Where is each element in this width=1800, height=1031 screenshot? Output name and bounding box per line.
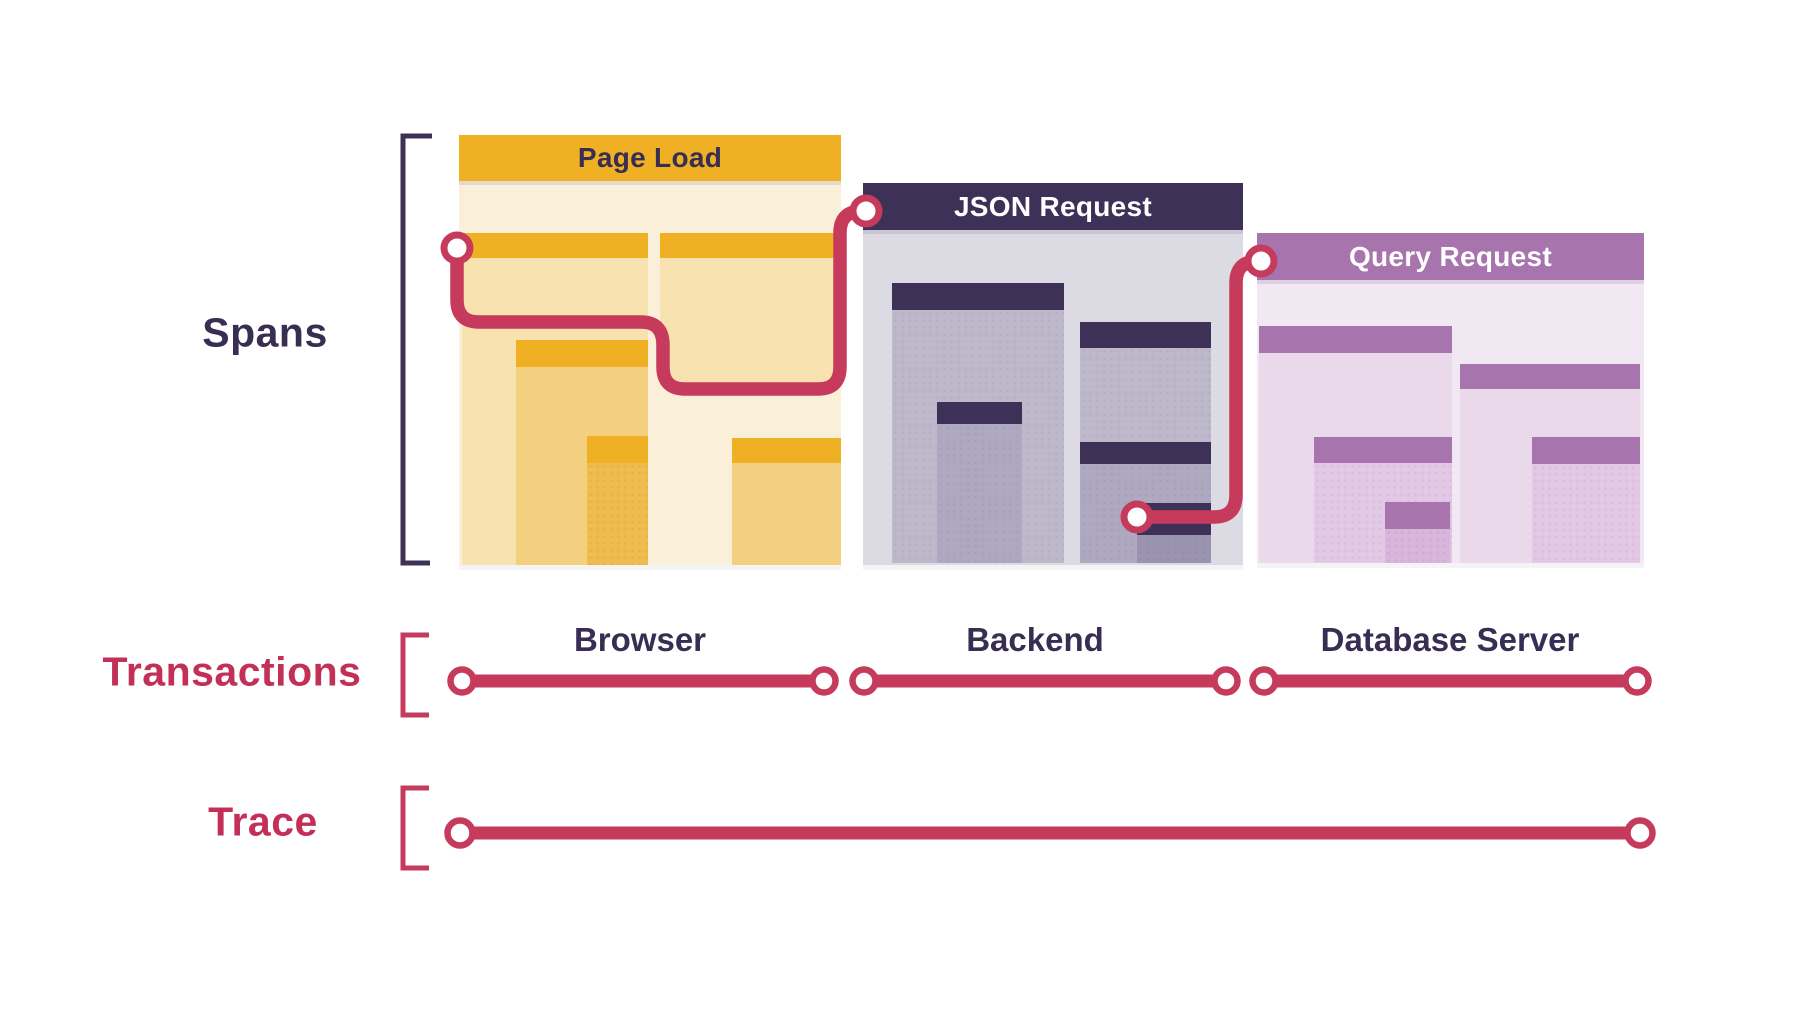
span-bar-header <box>516 340 648 367</box>
span-bar <box>587 436 648 565</box>
panel-json-request-title: JSON Request <box>863 183 1243 230</box>
trace-row-label: Trace <box>208 798 318 845</box>
span-bar-header <box>587 436 648 463</box>
span-bar <box>1532 437 1640 563</box>
span-bar-header <box>660 233 837 258</box>
span-bar-header <box>1385 502 1450 529</box>
panel-json-request: JSON Request <box>863 183 1243 565</box>
span-bar-header <box>1137 503 1211 535</box>
span-bar <box>660 233 837 385</box>
span-bar-header <box>1460 364 1640 389</box>
span-bar-header <box>1080 322 1211 348</box>
span-bar-body <box>587 463 648 565</box>
trace-bracket <box>400 785 429 871</box>
span-bar-body <box>1532 464 1640 563</box>
panel-query-request: Query Request <box>1257 233 1644 563</box>
browser-caption: Browser <box>573 621 707 658</box>
span-bar-header <box>1259 326 1452 353</box>
span-bar <box>1137 503 1211 563</box>
spans-row-label: Spans <box>202 309 328 356</box>
span-bar-body <box>660 258 837 385</box>
panel-json-request-body <box>863 230 1243 565</box>
span-bar-body <box>732 463 841 565</box>
trace-endpoint <box>444 817 476 849</box>
transaction-endpoint <box>809 666 839 696</box>
span-bar-header <box>732 438 841 463</box>
span-bar-header <box>1314 437 1452 463</box>
panel-page-load: Page Load <box>459 135 841 565</box>
span-bar-header <box>1532 437 1640 464</box>
panel-page-load-title: Page Load <box>459 135 841 181</box>
span-bar <box>937 402 1022 563</box>
span-bar <box>1385 502 1450 563</box>
span-bar-body <box>1137 535 1211 563</box>
transaction-endpoint <box>1211 666 1241 696</box>
transaction-endpoint <box>1249 666 1279 696</box>
backend-caption: Backend <box>966 621 1104 658</box>
span-bar-header <box>462 233 648 258</box>
trace-endpoint <box>1624 817 1656 849</box>
transaction-endpoint <box>849 666 879 696</box>
span-bar-header <box>892 283 1064 310</box>
database-server-caption: Database Server <box>1320 621 1580 658</box>
panel-page-load-body <box>459 181 841 565</box>
panel-query-request-body <box>1257 280 1644 563</box>
span-bar <box>732 438 841 565</box>
transactions-row-label: Transactions <box>102 648 362 695</box>
transaction-endpoint <box>1622 666 1652 696</box>
span-bar-header <box>1080 442 1211 464</box>
transactions-bracket <box>400 632 429 718</box>
span-bar-body <box>937 424 1022 563</box>
spans-bracket <box>400 133 432 566</box>
panel-query-request-title: Query Request <box>1257 233 1644 280</box>
span-bar-body <box>1385 529 1450 563</box>
span-bar-header <box>937 402 1022 424</box>
transaction-endpoint <box>447 666 477 696</box>
